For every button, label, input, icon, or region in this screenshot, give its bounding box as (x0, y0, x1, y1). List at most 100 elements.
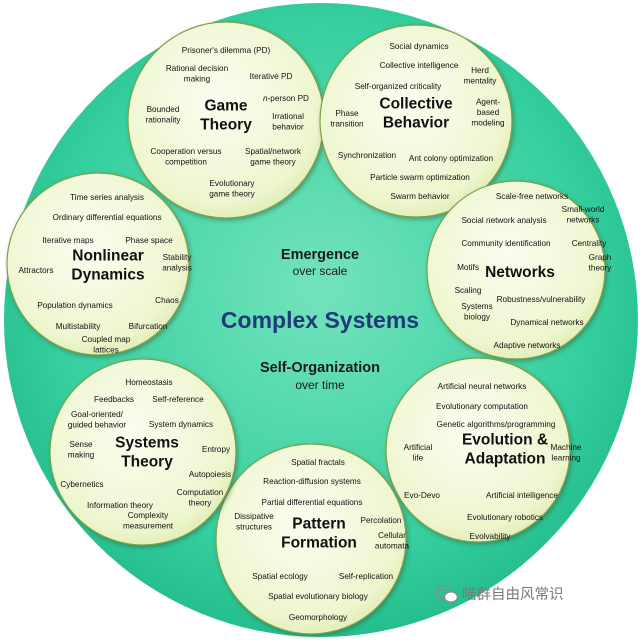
topic-label: Time series analysis (70, 193, 144, 202)
topic-label: Self-reference (152, 395, 204, 404)
topic-label: Information theory (87, 501, 154, 510)
topic-label: Evo-Devo (404, 491, 440, 500)
topic-label: Spatial evolutionary biology (268, 592, 369, 601)
center-title: Complex Systems (221, 307, 419, 333)
center-area: Emergence over scale Complex Systems Sel… (221, 247, 419, 392)
topic-label: n-person PD (263, 94, 309, 103)
topic-label: Particle swarm optimization (370, 173, 470, 182)
topic-label: Ant colony optimization (409, 154, 494, 163)
topic-label: Prisoner's dilemma (PD) (182, 46, 271, 55)
topic-label: Scale-free networks (496, 192, 568, 201)
topic-label: Population dynamics (37, 301, 113, 310)
topic-label: System dynamics (149, 420, 213, 429)
topic-label: Chaos (155, 296, 179, 305)
topic-label: Iterative maps (42, 236, 93, 245)
watermark: 喵群自由风常识 (435, 584, 564, 603)
bubble-circle (215, 443, 407, 635)
topic-label: Homeostasis (125, 378, 172, 387)
topic-label: Feedbacks (94, 395, 134, 404)
topic-label: Adaptive networks (494, 341, 561, 350)
topic-label: Bifurcation (129, 322, 168, 331)
watermark-text: 喵群自由风常识 (462, 586, 564, 603)
topic-label: Geomorphology (289, 613, 348, 622)
wechat-icon (435, 584, 459, 603)
bubble-circle (6, 172, 190, 356)
topic-label: Dynamical networks (510, 318, 583, 327)
topic-label: Spatial fractals (291, 458, 345, 467)
topic-label: Phase space (125, 236, 173, 245)
topic-label: Motifs (457, 263, 479, 272)
topic-label: Artificial neural networks (438, 382, 527, 391)
bubble-title: Evolution &Adaptation (462, 432, 548, 468)
topic-label: Iterative PD (250, 72, 293, 81)
bubble-circle (385, 357, 571, 543)
bubble-evolution-adaptation: Evolution &Adaptation Artificial neural n… (385, 357, 582, 543)
topic-label: Synchronization (338, 151, 397, 160)
topic-label: Goal-oriented/guided behavior (68, 410, 127, 430)
topic-label: Multistability (56, 322, 101, 331)
emergence-label: Emergence (281, 247, 359, 263)
topic-label: Spatial ecology (252, 572, 308, 581)
topic-label: Scaling (455, 286, 482, 295)
topic-label: Evolutionary computation (436, 402, 528, 411)
topic-label: Swarm behavior (390, 192, 449, 201)
self-organization-sub-label: over time (295, 378, 345, 392)
topic-label: Evolvability (470, 532, 512, 541)
topic-label: Social network analysis (461, 216, 546, 225)
self-organization-label: Self-Organization (260, 360, 380, 376)
topic-label: Self-replication (339, 572, 394, 581)
topic-label: Self-organized criticality (355, 82, 442, 91)
topic-label: Robustness/vulnerability (497, 295, 587, 304)
bubble-circle (49, 358, 237, 546)
topic-label: Cybernetics (60, 480, 103, 489)
topic-label: Evolutionary robotics (467, 513, 543, 522)
topic-label: Genetic algorithms/programming (437, 420, 556, 429)
topic-label: Partial differential equations (262, 498, 363, 507)
topic-label: Percolation (361, 516, 402, 525)
topic-label: Centrality (572, 239, 607, 248)
bubble-circle (319, 24, 513, 218)
topic-label: Attractors (18, 266, 53, 275)
topic-label: Entropy (202, 445, 231, 454)
emergence-sub-label: over scale (293, 264, 348, 278)
bubble-title: Networks (485, 264, 555, 281)
topic-label: Ordinary differential equations (52, 213, 161, 222)
topic-label: Reaction-diffusion systems (263, 477, 361, 486)
topic-label: Community identification (461, 239, 551, 248)
topic-label: Social dynamics (389, 42, 448, 51)
